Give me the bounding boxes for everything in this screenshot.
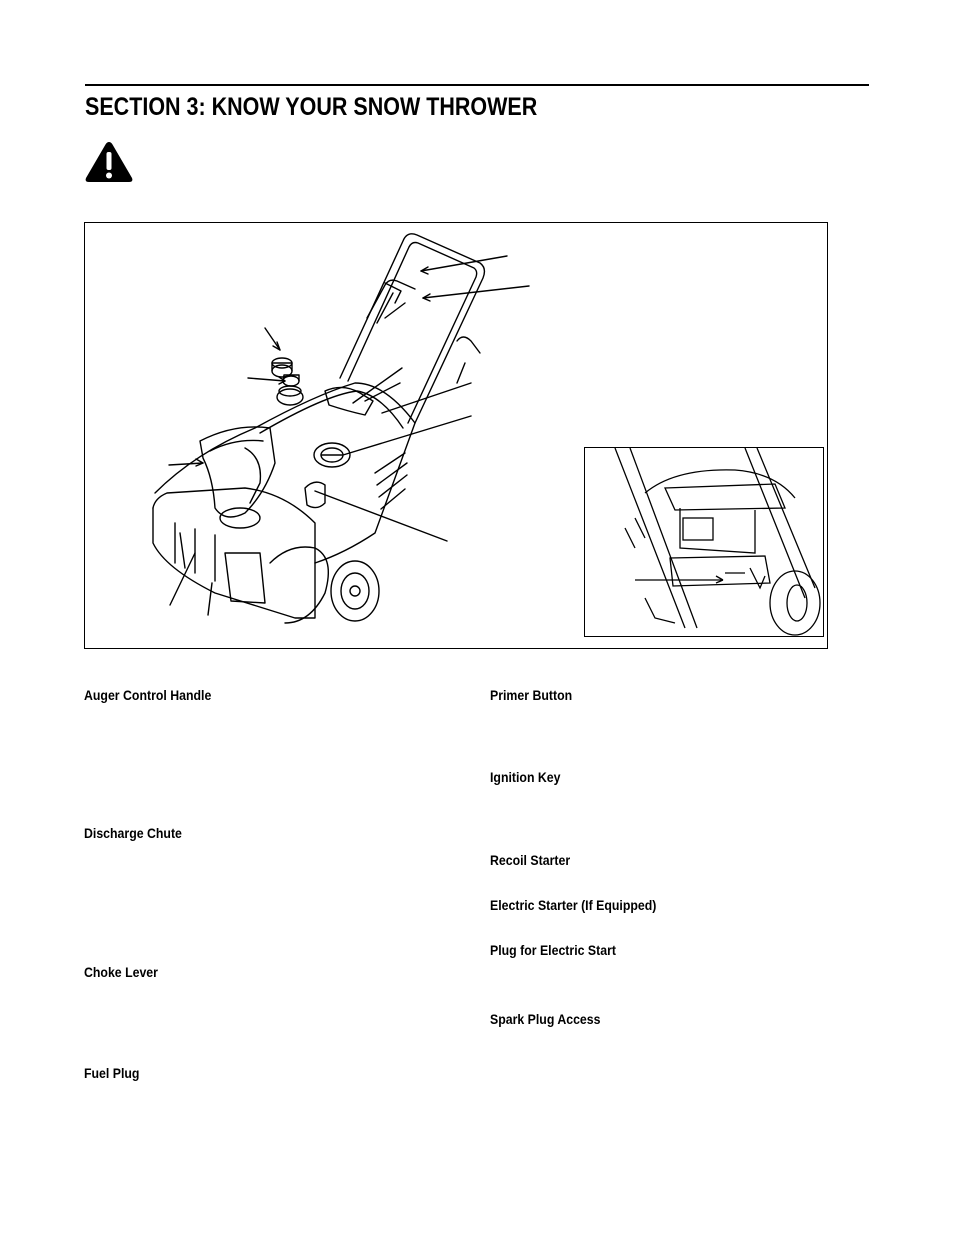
part-label-recoil-starter: Recoil Starter [490,852,571,868]
header-rule [85,84,869,86]
part-label-electric-starter: Electric Starter (If Equipped) [490,897,657,913]
part-label-fuel-plug: Fuel Plug [84,1065,140,1081]
snow-thrower-illustration [152,233,530,624]
snow-thrower-diagram [84,222,828,649]
part-label-primer-button: Primer Button [490,687,573,703]
part-label-choke-lever: Choke Lever [84,964,158,980]
page-title: SECTION 3: KNOW YOUR SNOW THROWER [85,93,538,121]
part-label-spark-plug-access: Spark Plug Access [490,1011,601,1027]
part-label-discharge-chute: Discharge Chute [84,825,182,841]
electric-start-inset [584,447,824,637]
part-label-auger-control-handle: Auger Control Handle [84,687,212,703]
part-label-plug-for-electric-start: Plug for Electric Start [490,942,616,958]
warning-triangle-icon [85,142,133,182]
electric-start-illustration [614,448,821,636]
part-label-ignition-key: Ignition Key [490,769,561,785]
